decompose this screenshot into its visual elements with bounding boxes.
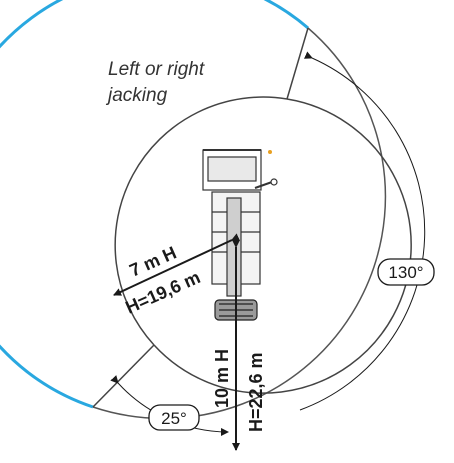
vehicle-marker	[268, 150, 272, 154]
reach-down-label-bottom: H=22,6 m	[246, 352, 266, 432]
angle-bottom-box	[148, 404, 200, 431]
boundary-edge-top	[286, 27, 309, 100]
jacking-label-line2: jacking	[105, 85, 168, 106]
vehicle-boom	[226, 197, 242, 297]
inner-range-arc	[153, 98, 412, 394]
vehicle-front-jack	[254, 181, 273, 189]
reach-left-label-top: 7 m H	[126, 242, 179, 280]
angle-right-label: 130°	[388, 263, 423, 282]
jacking-label-line1: Left or right	[108, 59, 205, 80]
boundary-edge-bottom	[92, 344, 155, 408]
reach-arrow-left	[113, 233, 241, 296]
reach-down-label-top: 10 m H	[212, 349, 232, 408]
angle-right-box	[377, 258, 435, 286]
angle-arc-right	[299, 51, 426, 411]
inner-range-arc-left	[114, 96, 288, 346]
vehicle-top-view	[202, 149, 278, 321]
angle-bottom-label: 25°	[161, 409, 187, 428]
